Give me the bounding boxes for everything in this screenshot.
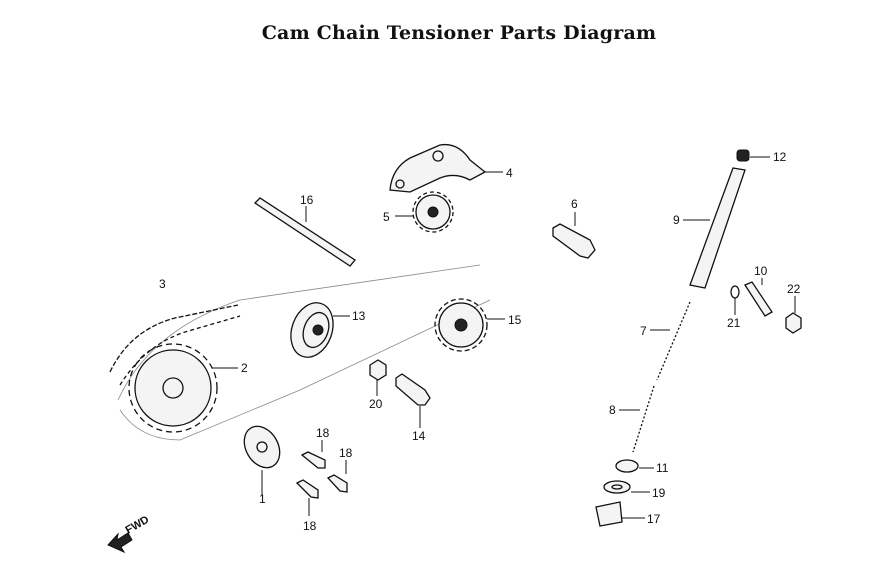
cam-chain xyxy=(109,304,241,386)
fwd-label: FWD xyxy=(124,514,152,537)
callout-11: 11 xyxy=(656,461,669,475)
bolt-part-14 xyxy=(395,373,431,428)
tensioner-roller xyxy=(290,302,350,358)
callout-14: 14 xyxy=(412,429,426,443)
engine-case-outline xyxy=(117,264,491,441)
diagram-title: Cam Chain Tensioner Parts Diagram xyxy=(261,22,657,44)
small-sprocket xyxy=(395,191,454,233)
callout-4: 4 xyxy=(506,166,513,180)
tube-cap xyxy=(736,149,770,162)
bolt-part-6 xyxy=(552,212,596,259)
tensioner-tube xyxy=(683,167,746,289)
callout-22: 22 xyxy=(787,282,801,296)
callout-13: 13 xyxy=(352,309,366,323)
callout-3: 3 xyxy=(159,277,166,291)
callout-9: 9 xyxy=(673,213,680,227)
callout-1: 1 xyxy=(259,492,266,506)
callout-18b: 18 xyxy=(339,446,353,460)
tensioner-spring-8 xyxy=(619,385,655,453)
callout-7: 7 xyxy=(640,324,647,338)
callout-18a: 18 xyxy=(316,426,330,440)
callout-16: 16 xyxy=(300,193,314,207)
washer-part-19 xyxy=(603,480,650,494)
callout-17: 17 xyxy=(647,512,661,526)
bolt-part-10 xyxy=(744,278,773,317)
callout-18c: 18 xyxy=(303,519,317,533)
tensioner-spring-7 xyxy=(650,301,691,381)
callout-21: 21 xyxy=(727,316,741,330)
plug-bolt-part-17 xyxy=(595,501,645,527)
idler-sprocket xyxy=(434,298,505,352)
callout-19: 19 xyxy=(652,486,666,500)
o-ring-part-21 xyxy=(730,285,740,315)
tensioner-arm xyxy=(389,143,503,193)
tensioner-plate xyxy=(243,425,281,495)
callout-5: 5 xyxy=(383,210,390,224)
callout-8: 8 xyxy=(609,403,616,417)
callout-6: 6 xyxy=(571,197,578,211)
tensioner-shaft xyxy=(253,197,356,267)
crank-sprocket xyxy=(128,343,238,433)
callout-15: 15 xyxy=(508,313,522,327)
callout-10: 10 xyxy=(754,264,768,278)
forward-direction-indicator: FWD xyxy=(107,514,152,554)
screws-part-18 xyxy=(295,440,348,516)
collar-part-11 xyxy=(615,459,654,473)
nut-part-20 xyxy=(369,359,387,396)
callout-12: 12 xyxy=(773,150,787,164)
nut-part-22 xyxy=(785,296,802,334)
callout-20: 20 xyxy=(369,397,383,411)
callout-2: 2 xyxy=(241,361,248,375)
